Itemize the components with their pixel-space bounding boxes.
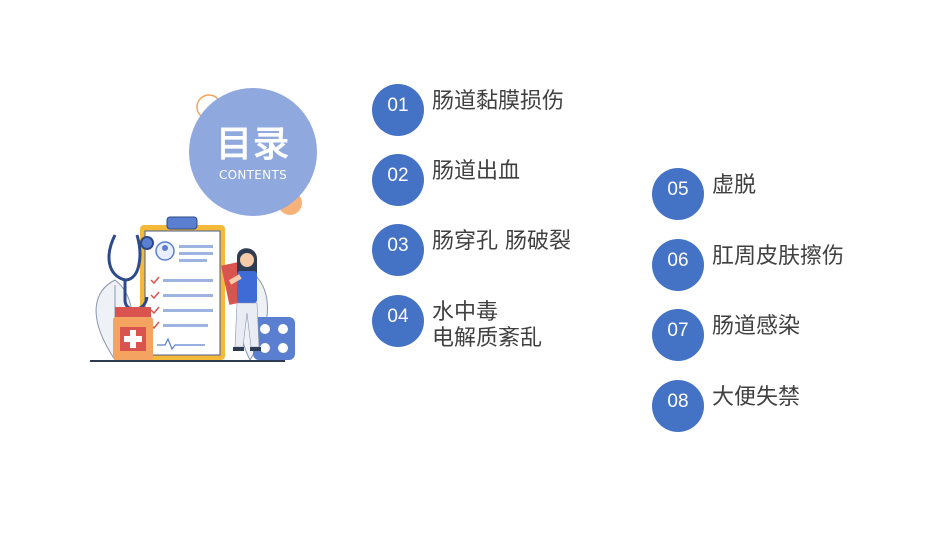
- page-title: 目录: [215, 124, 290, 165]
- toc-item-label: 虚脱: [712, 173, 757, 198]
- toc-item-04[interactable]: 04 水中毒 电解质紊乱: [372, 295, 542, 352]
- doctor-figure-icon: [228, 248, 261, 351]
- toc-number-badge: 02: [372, 154, 424, 206]
- toc-item-03[interactable]: 03 肠穿孔 肠破裂: [372, 224, 571, 276]
- toc-item-label: 大便失禁: [712, 385, 801, 410]
- toc-item-label: 肠道出血: [432, 159, 521, 184]
- medicine-bottle-icon: [115, 307, 151, 317]
- toc-number-badge: 07: [652, 309, 704, 361]
- pill-blister-icon: [253, 317, 295, 360]
- toc-number-badge: 06: [652, 239, 704, 291]
- stethoscope-icon: [107, 234, 142, 282]
- medical-clipboard-illustration: [90, 94, 302, 362]
- toc-number-badge: 01: [372, 84, 424, 136]
- toc-item-label: 肠道感染: [712, 314, 801, 339]
- toc-item-07[interactable]: 07 肠道感染: [652, 309, 800, 361]
- toc-item-label: 肠穿孔 肠破裂: [432, 229, 571, 254]
- toc-number-badge: 08: [652, 380, 704, 432]
- contents-title-circle: 目录 CONTENTS: [189, 88, 317, 216]
- toc-item-01[interactable]: 01 肠道黏膜损伤: [372, 84, 564, 136]
- toc-number-badge: 04: [372, 295, 424, 347]
- toc-item-08[interactable]: 08 大便失禁: [652, 380, 800, 432]
- page-subtitle: CONTENTS: [218, 168, 288, 182]
- toc-number-badge: 03: [372, 224, 424, 276]
- toc-number-badge: 05: [652, 168, 704, 220]
- toc-item-02[interactable]: 02 肠道出血: [372, 154, 520, 206]
- toc-item-label: 肛周皮肤擦伤: [712, 244, 845, 269]
- toc-item-label: 水中毒 电解质紊乱: [432, 300, 543, 351]
- toc-item-05[interactable]: 05 虚脱: [652, 168, 756, 220]
- toc-item-06[interactable]: 06 肛周皮肤擦伤: [652, 239, 844, 291]
- toc-item-label: 肠道黏膜损伤: [432, 89, 565, 114]
